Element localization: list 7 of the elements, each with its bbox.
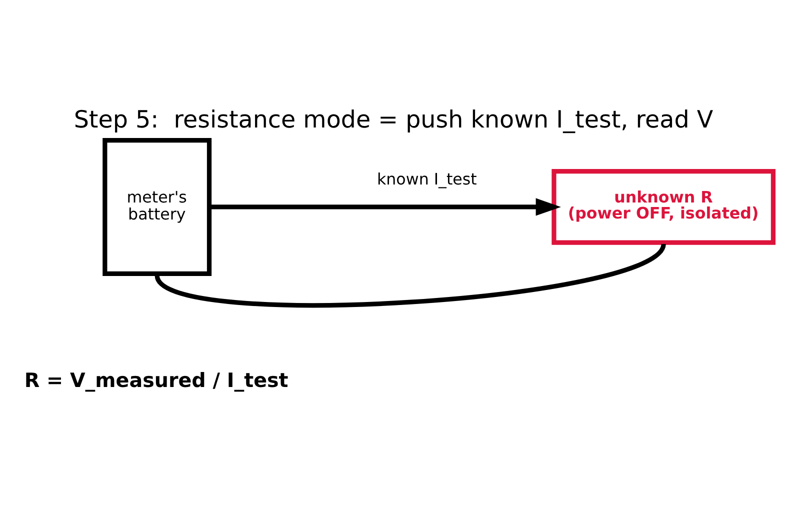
arrow xyxy=(210,198,561,216)
edge-label: known I_test xyxy=(376,169,477,188)
diagram-title: Step 5: resistance mode = push known I_test, read V xyxy=(74,105,714,134)
label: R = V_measured / I_test xyxy=(24,368,288,392)
connector xyxy=(155,242,666,307)
node-box: meter's battery xyxy=(102,137,212,276)
node-box: unknown R (power OFF, isolated) xyxy=(552,168,776,244)
